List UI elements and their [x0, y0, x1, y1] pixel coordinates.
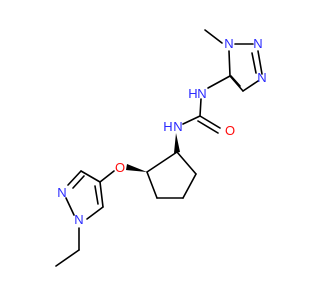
bond-nh-carbonyl [199, 98, 202, 117]
bond-cp-5-1 [146, 151, 178, 173]
bond-pz-c3-n2-double [72, 175, 85, 189]
bond-pz-n1-c5 [86, 206, 104, 220]
bond-carbonyl-nh2 [182, 115, 201, 125]
bond-triazole-c4-c5-double [230, 75, 241, 87]
bond-pz-c4-c3 [80, 170, 101, 183]
atom-n-urea-bottom: N [173, 119, 182, 134]
atom-o-carbonyl: O [225, 123, 235, 138]
bond-triazole-c5-n1 [228, 50, 231, 77]
bond-ethyl-2 [55, 249, 80, 267]
bond-pz-c5-c4 [99, 181, 104, 208]
atom-n-methyl: N [224, 36, 233, 51]
atom-o-ether: O [115, 160, 125, 175]
atom-n-pyrazole-1: N [74, 212, 83, 227]
bond-triazole-c4-c5 [229, 75, 244, 92]
bond-cp-2-3 [182, 173, 197, 199]
bond-pz-c3-n2 [67, 170, 82, 186]
atom-h-urea-top: H [188, 86, 197, 101]
atom-labels: N N N N H O N H O N N [57, 36, 266, 227]
bond-triazole-n3-c4 [242, 80, 259, 92]
bond-c5-nh [207, 75, 231, 89]
atom-n-urea-top: N [197, 86, 206, 101]
bond-methyl [204, 29, 223, 44]
bond-pz-c5-c4-double [94, 185, 99, 205]
molecule-structure: N N N N H O N H O N N [55, 29, 267, 267]
atom-n-pyrazole-2: N [57, 185, 66, 200]
atom-n-triazole-3: N [257, 70, 266, 85]
bonds [55, 29, 263, 267]
atom-h-urea-bottom: H [163, 119, 172, 134]
bond-o-pyrazole [99, 170, 115, 183]
bond-triazole-n2-n3 [257, 50, 263, 75]
bond-carbonyl-o-double [197, 120, 219, 134]
bond-cp-1-2 [176, 151, 197, 175]
atom-n-triazole-2: N [253, 36, 262, 51]
bond-triazole-n2-n3-double [251, 52, 257, 74]
bond-pz-n2-n1 [65, 197, 75, 216]
bond-cp-4-5 [146, 171, 158, 199]
bond-carbonyl-o [199, 115, 221, 129]
bond-wedge-nh [174, 133, 180, 153]
bond-wedge-o [126, 164, 147, 172]
